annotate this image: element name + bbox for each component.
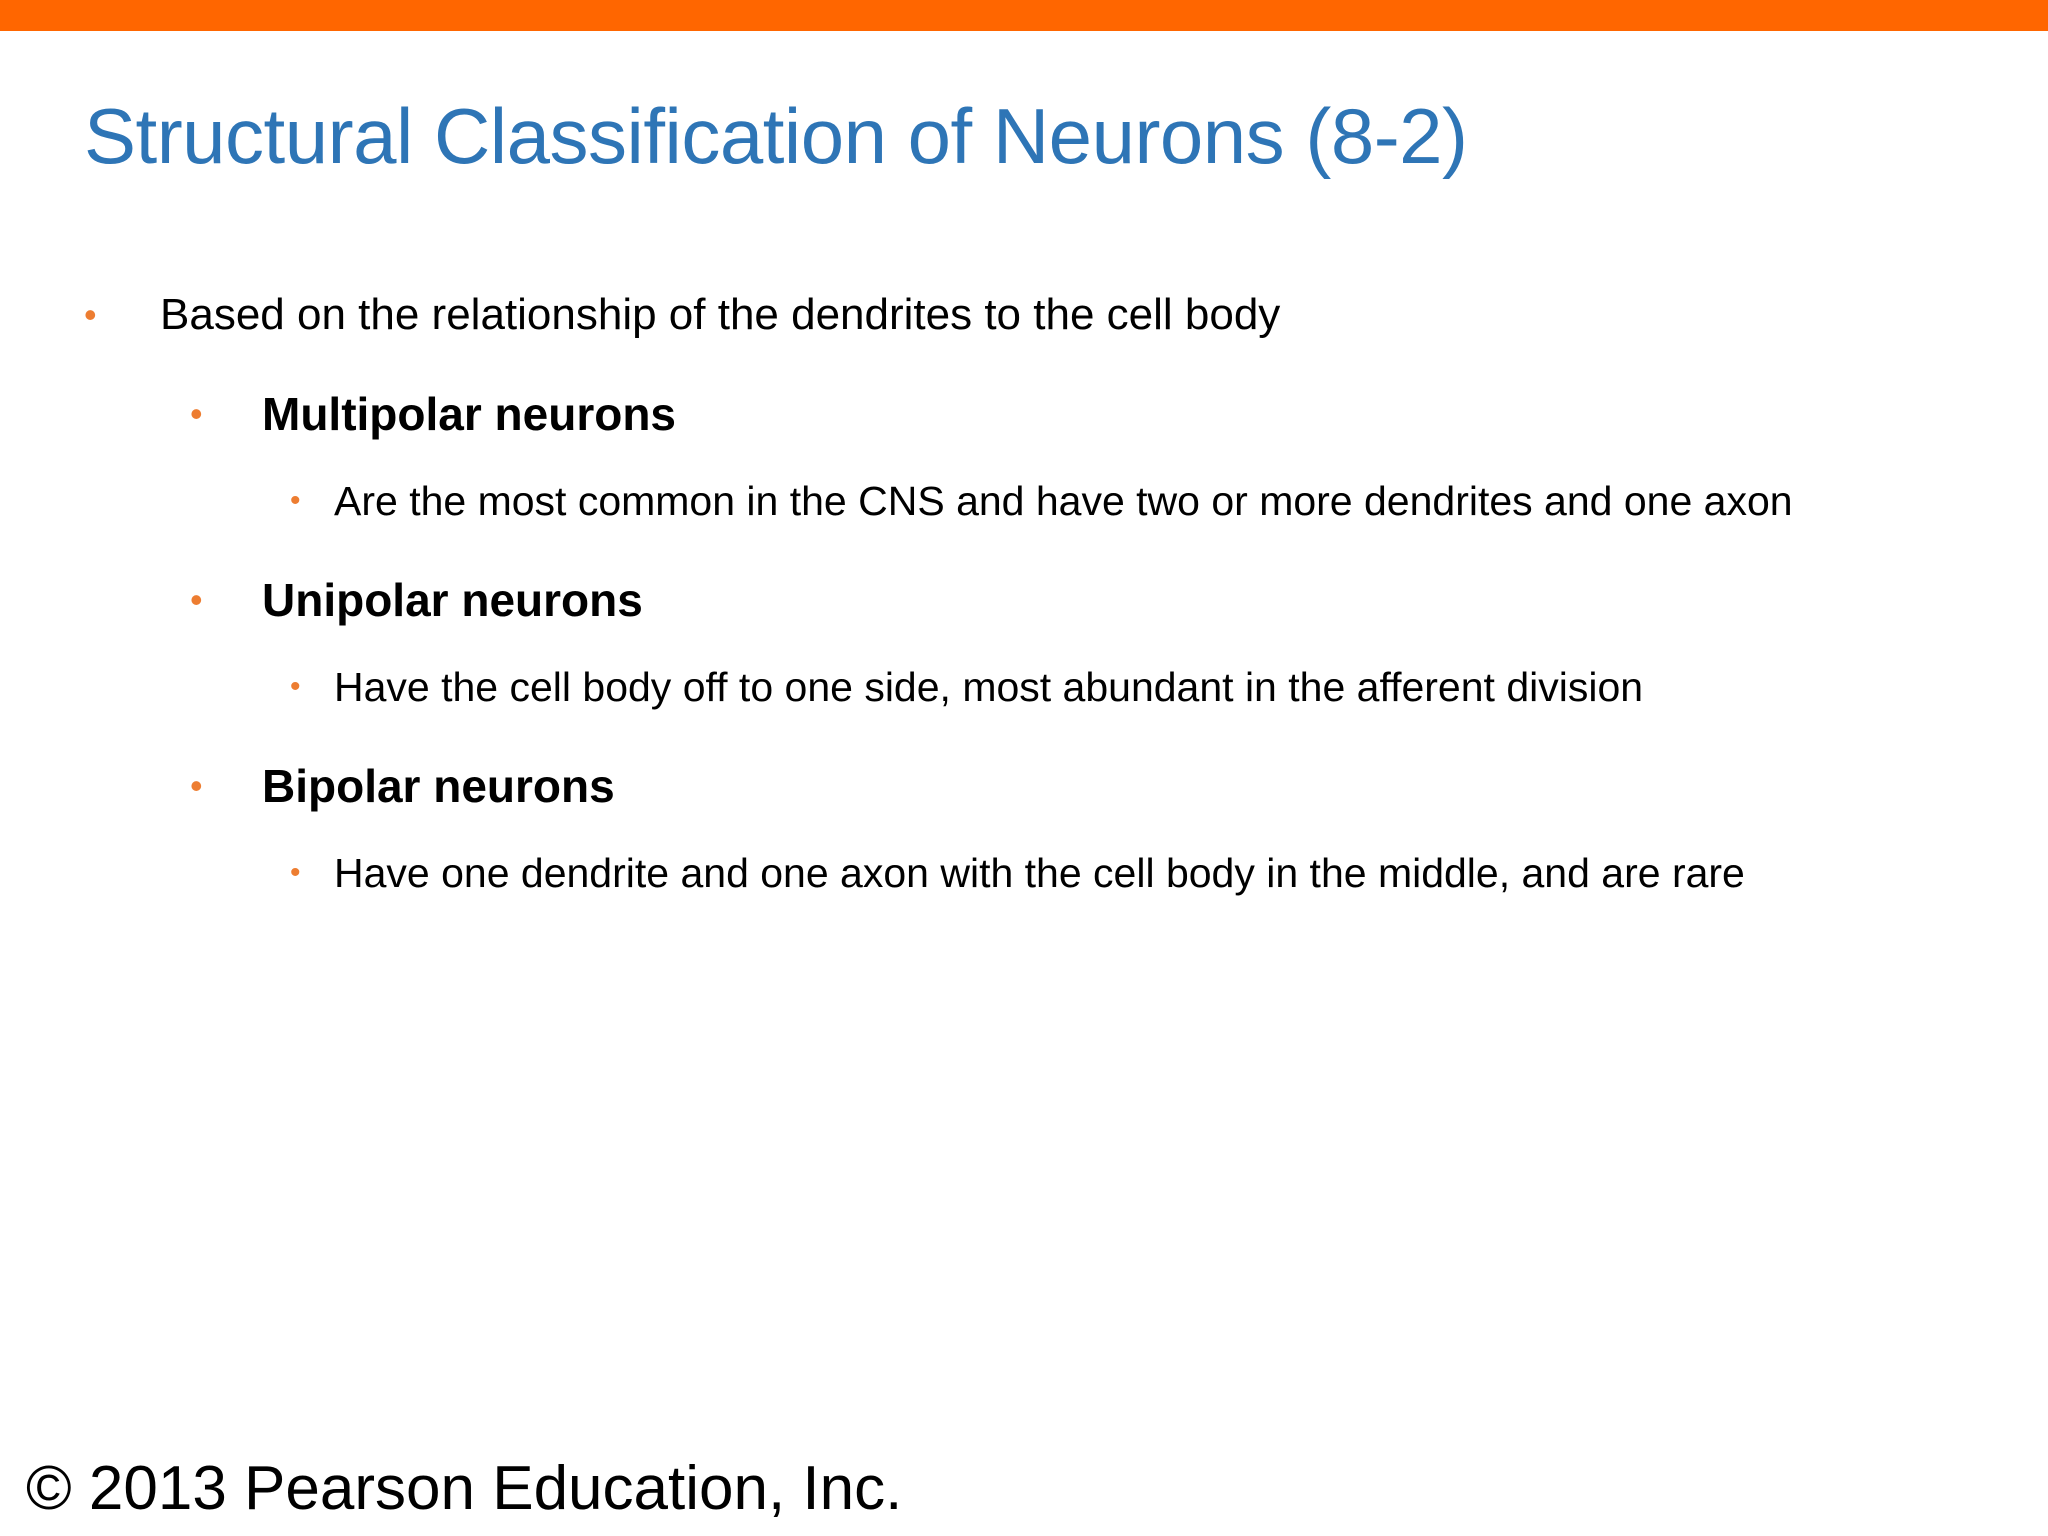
slide-body: • Based on the relationship of the dendr…: [0, 283, 2048, 923]
section-detail-bipolar: • Have one dendrite and one axon with th…: [0, 827, 2048, 919]
top-accent-bar: [0, 0, 2048, 31]
section-heading-bipolar: • Bipolar neurons: [0, 755, 2048, 817]
section-heading-multipolar: • Multipolar neurons: [0, 383, 2048, 445]
section-detail-unipolar: • Have the cell body off to one side, mo…: [0, 641, 2048, 733]
section-detail-text: Have one dendrite and one axon with the …: [334, 850, 1745, 896]
page-title: Structural Classification of Neurons (8-…: [84, 92, 1468, 181]
bullet-point-icon: •: [190, 393, 203, 434]
bullet-intro: • Based on the relationship of the dendr…: [0, 283, 2048, 347]
section-detail-text: Are the most common in the CNS and have …: [334, 478, 1793, 524]
bullet-point-icon: •: [290, 856, 301, 889]
bullet-intro-text: Based on the relationship of the dendrit…: [160, 290, 1281, 339]
section-detail-multipolar: • Are the most common in the CNS and hav…: [0, 455, 2048, 547]
copyright-footer: © 2013 Pearson Education, Inc.: [26, 1454, 903, 1523]
section-heading-text: Bipolar neurons: [262, 760, 615, 812]
section-heading-text: Multipolar neurons: [262, 388, 676, 440]
bullet-point-icon: •: [190, 765, 203, 806]
bullet-point-icon: •: [290, 670, 301, 703]
bullet-point-icon: •: [190, 579, 203, 620]
bullet-point-icon: •: [290, 484, 301, 517]
section-detail-text: Have the cell body off to one side, most…: [334, 664, 1644, 710]
section-heading-unipolar: • Unipolar neurons: [0, 569, 2048, 631]
bullet-point-icon: •: [84, 294, 97, 335]
section-heading-text: Unipolar neurons: [262, 574, 643, 626]
